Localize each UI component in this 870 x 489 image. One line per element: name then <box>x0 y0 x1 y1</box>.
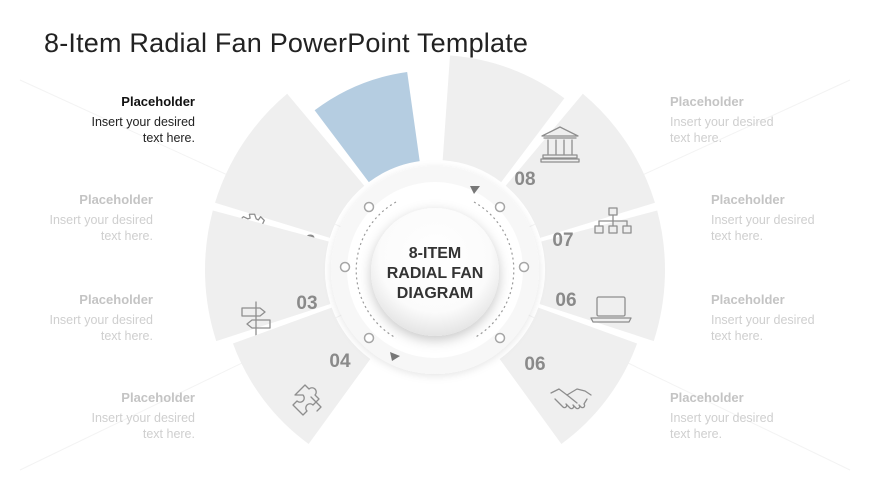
segment-number: 06 <box>555 290 576 311</box>
handshake-icon <box>550 388 592 410</box>
placeholder-body-line: Insert your desired <box>49 213 153 227</box>
placeholder-body-line: text here. <box>670 131 723 145</box>
placeholder-body-line: text here. <box>711 229 764 243</box>
fan-segments: 0102030406060708 <box>205 55 665 444</box>
placeholder-body-line: text here. <box>100 329 153 343</box>
arrow-head-top <box>470 186 480 194</box>
fan-segment: 08 <box>442 55 580 190</box>
placeholder-body-line: Insert your desired <box>711 213 815 227</box>
segment-shape <box>442 55 565 183</box>
segment-number: 06 <box>524 354 545 375</box>
fan-segment: 06 <box>539 210 665 342</box>
placeholder-body-line: Insert your desired <box>670 411 774 425</box>
placeholder-heading: Placeholder <box>711 292 785 307</box>
fan-segment: 06 <box>499 307 638 444</box>
placeholder-heading: Placeholder <box>121 94 195 109</box>
center-title: 8-ITEM RADIAL FAN DIAGRAM <box>387 245 484 302</box>
puzzle-icon <box>292 384 322 416</box>
placeholder-body-line: Insert your desired <box>49 313 153 327</box>
org-chart-icon <box>594 207 632 234</box>
placeholder-heading: Placeholder <box>670 94 744 109</box>
segment-number: 04 <box>329 351 351 372</box>
placeholder-body-line: text here. <box>142 131 195 145</box>
placeholder-body-line: text here. <box>142 427 195 441</box>
placeholder-body-line: text here. <box>100 229 153 243</box>
arrow-head-bottom <box>390 352 400 361</box>
placeholder-body-line: text here. <box>711 329 764 343</box>
laptop-icon <box>590 296 632 323</box>
slide-title: 8-Item Radial Fan PowerPoint Template <box>44 28 529 58</box>
segment-shape <box>215 93 365 238</box>
placeholder-heading: Placeholder <box>711 192 785 207</box>
center-ball <box>371 208 499 336</box>
fan-segment: 04 <box>232 307 371 444</box>
segment-number: 07 <box>552 230 573 251</box>
center-title-line: DIAGRAM <box>397 285 473 302</box>
placeholder-body-line: Insert your desired <box>711 313 815 327</box>
ring-dots <box>339 201 530 344</box>
segment-shape <box>314 71 420 183</box>
center-title-line: 8-ITEM <box>409 245 461 262</box>
segment-number: 03 <box>296 293 317 314</box>
fan-segment: 03 <box>205 210 331 342</box>
segment-number: 08 <box>514 169 535 190</box>
placeholder-body-line: Insert your desired <box>91 115 195 129</box>
segment-shape <box>232 307 371 444</box>
segment-shape <box>499 307 638 444</box>
placeholder-heading: Placeholder <box>670 390 744 405</box>
placeholder-body-line: Insert your desired <box>670 115 774 129</box>
fan-segment: 07 <box>505 93 655 251</box>
segment-shape <box>539 210 665 342</box>
segment-shape <box>205 210 331 342</box>
placeholder-heading: Placeholder <box>79 292 153 307</box>
center-title-line: RADIAL FAN <box>387 265 484 282</box>
placeholder-body-line: text here. <box>670 427 723 441</box>
placeholder-heading: Placeholder <box>79 192 153 207</box>
signpost-icon <box>241 301 271 337</box>
segment-shape <box>505 93 655 238</box>
placeholder-heading: Placeholder <box>121 390 195 405</box>
placeholder-body-line: Insert your desired <box>91 411 195 425</box>
bank-icon <box>540 126 580 163</box>
